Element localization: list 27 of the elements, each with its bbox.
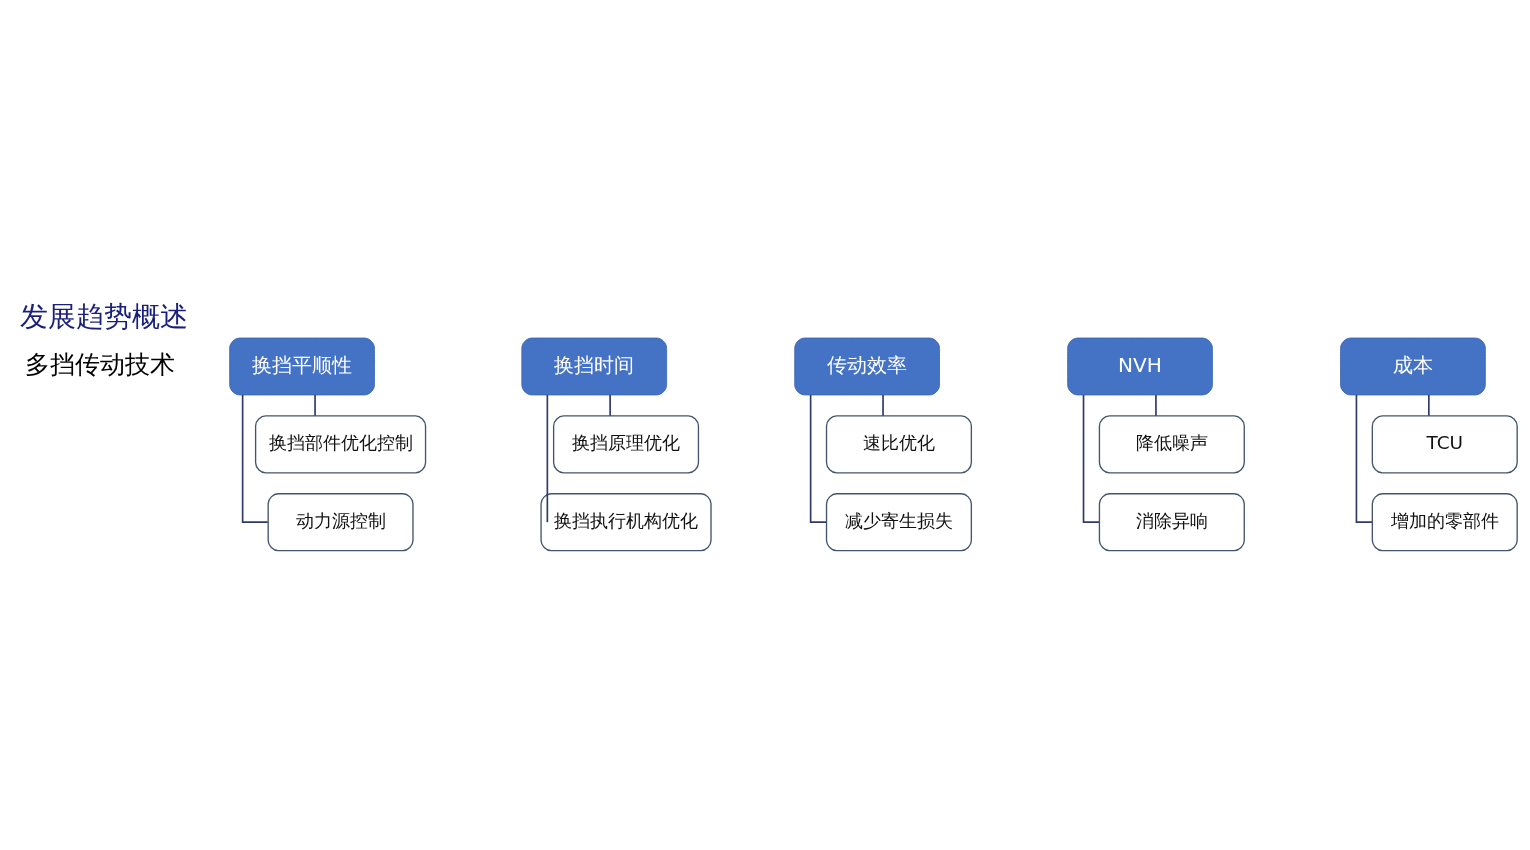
node-box: 速比优化 [825,414,972,473]
diagram-title: 发展趋势概述 [20,299,189,333]
connector [546,393,549,523]
connector [1155,393,1157,417]
node-box: 换挡时间 [521,337,668,395]
node-box: 换挡部件优化控制 [254,414,427,473]
node-box: NVH [1067,337,1213,395]
connector [241,393,269,523]
connector [882,393,884,417]
node-box: 动力源控制 [267,492,414,551]
node-box: 成本 [1340,337,1486,395]
connector [1355,393,1373,523]
node-box: TCU [1371,414,1518,473]
node-box: 换挡原理优化 [552,414,700,473]
connector [809,393,827,523]
connector [1082,393,1100,523]
node-box: 传动效率 [794,337,940,395]
node-box: 增加的零部件 [1371,492,1518,551]
node-box: 消除异响 [1098,492,1245,551]
node-box: 换挡执行机构优化 [540,492,712,551]
node-box: 减少寄生损失 [825,492,972,551]
node-box: 换挡平顺性 [229,337,375,395]
label: 多挡传动技术 [25,349,176,379]
connector [314,393,316,417]
node-box: 降低噪声 [1098,414,1245,473]
connector [1428,393,1430,417]
connector [609,393,611,417]
